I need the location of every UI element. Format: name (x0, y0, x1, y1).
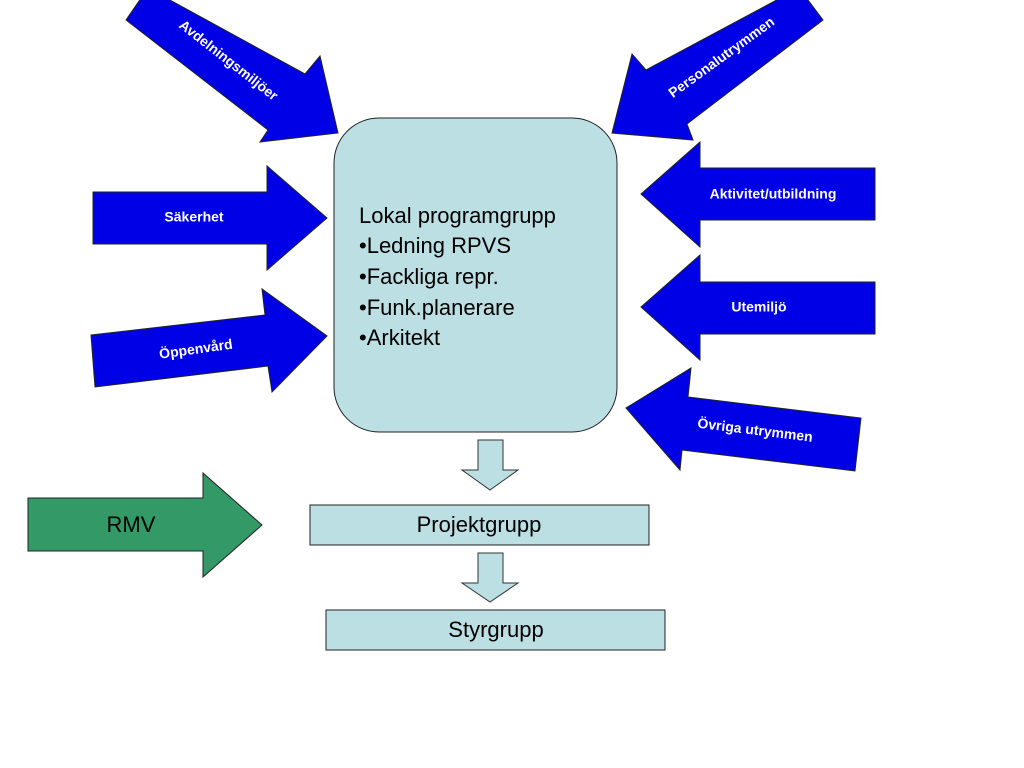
down-arrow-to-styrgrupp (460, 552, 520, 603)
label-aktivitet-utbildning: Aktivitet/utbildning (710, 186, 837, 202)
main-box-item-3: •Funk.planerare (359, 295, 515, 320)
arrow-utemiljo: Utemiljö (640, 253, 876, 362)
projektgrupp-box: Projektgrupp (309, 504, 650, 546)
label-utemiljo: Utemiljö (731, 299, 786, 315)
main-box-title: Lokal programgrupp (359, 203, 556, 228)
arrow-oppenvard: Öppenvård (90, 287, 328, 394)
arrow-ovriga-utrymmen: Övriga utrymmen (625, 367, 862, 472)
arrow-rmv: RMV (27, 471, 263, 579)
main-box-item-1: •Ledning RPVS (359, 233, 511, 258)
label-projektgrupp: Projektgrupp (417, 512, 542, 537)
styrgrupp-box: Styrgrupp (325, 609, 666, 651)
label-rmv: RMV (107, 512, 156, 537)
arrow-personalutrymmen: Personalutrymmen (611, 0, 824, 141)
main-box-item-2: •Fackliga repr. (359, 264, 499, 289)
arrow-sakerhet: Säkerhet (92, 164, 328, 272)
label-styrgrupp: Styrgrupp (448, 617, 543, 642)
main-box-item-4: •Arkitekt (359, 325, 440, 350)
arrow-avdelningsmiljoer: Avdelningsmiljöer (125, 0, 339, 143)
down-arrow-to-projektgrupp (460, 439, 520, 491)
lokal-programgrupp-box: Lokal programgrupp •Ledning RPVS •Fackli… (333, 117, 618, 433)
label-sakerhet: Säkerhet (164, 209, 223, 225)
arrow-aktivitet-utbildning: Aktivitet/utbildning (640, 140, 876, 249)
